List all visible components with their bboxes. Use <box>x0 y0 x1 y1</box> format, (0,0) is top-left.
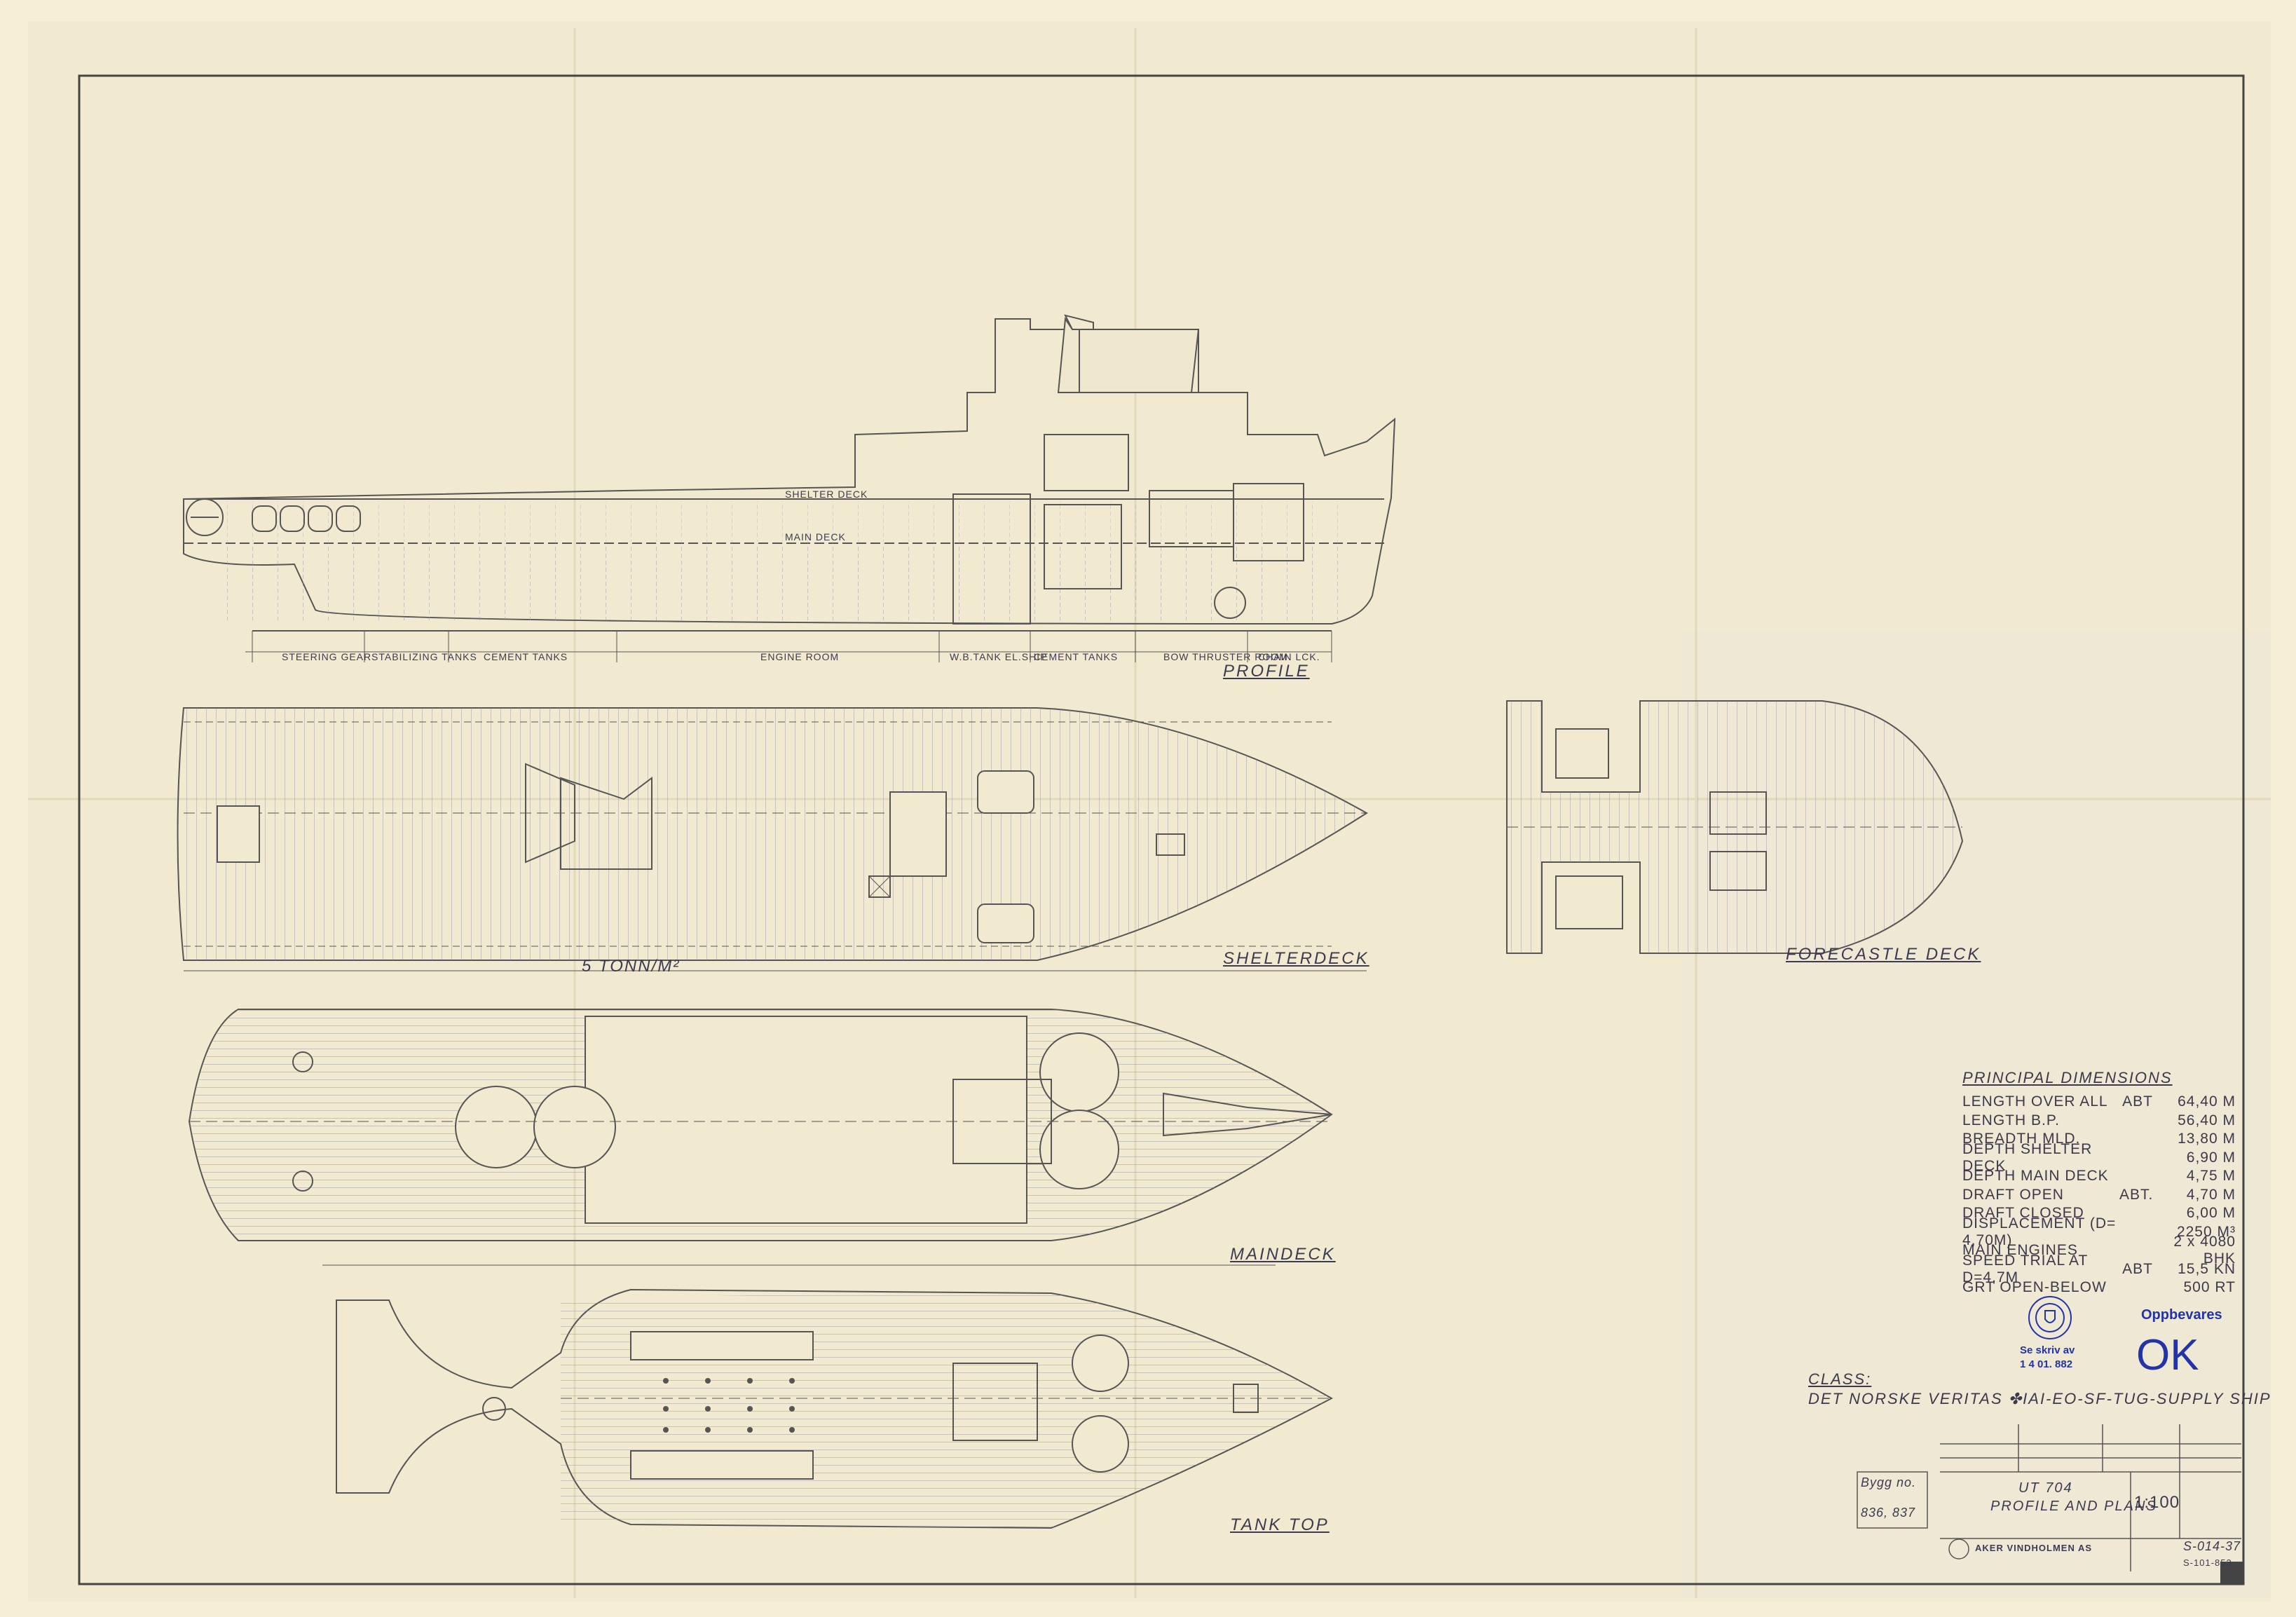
dimension-row: DEPTH MAIN DECK 4,75 M <box>1962 1167 2236 1186</box>
dimension-value: 2250 M³ <box>2176 1223 2236 1240</box>
dimension-label: DISPLACEMENT (D= 4,70M) <box>1962 1215 2117 1248</box>
compartment-label: CHAIN LCK. <box>1258 651 1320 662</box>
deck-load-note: 5 TONN/M² <box>582 957 681 976</box>
dimension-row: LENGTH OVER ALL ABT 64,40 M <box>1962 1093 2236 1112</box>
shelterdeck-view <box>177 707 1368 971</box>
dimension-label: LENGTH OVER ALL <box>1962 1093 2108 1110</box>
dimension-label: DEPTH MAIN DECK <box>1962 1168 2109 1185</box>
corner-mark <box>2220 1562 2243 1584</box>
seal-stamp <box>2028 1296 2072 1339</box>
dimension-value: 13,80 M <box>2178 1131 2236 1147</box>
dimension-label: LENGTH B.P. <box>1962 1112 2060 1128</box>
compartment-label: STABILIZING TANKS <box>371 651 477 662</box>
class-block: CLASS: DET NORSKE VERITAS ✤IAI-EO-SF-TUG… <box>1808 1370 2271 1408</box>
compartment-label: CEMENT TANKS <box>484 651 568 662</box>
dimension-qual: ABT. <box>2119 1186 2154 1203</box>
stamp-date: 1 4 01. 882 <box>2020 1358 2073 1370</box>
dimension-row: SPEED TRIAL AT D=4,7M ABT 15,5 KN <box>1962 1253 2236 1285</box>
drawing-title-ut704: UT 704 <box>2018 1480 2073 1496</box>
tanktop-title: TANK TOP <box>1230 1515 1330 1534</box>
maindeck-view <box>188 1009 1333 1266</box>
class-heading: CLASS: <box>1808 1370 1872 1388</box>
dimension-value: 6,00 M <box>2186 1205 2236 1222</box>
dimension-qual: ABT <box>2122 1260 2153 1277</box>
dimension-label: BREADTH MLD. <box>1962 1131 2081 1147</box>
dimension-row: MAIN ENGINES 2 x 4080 BHK <box>1962 1234 2236 1267</box>
compartment-label: STEERING GEAR <box>282 651 372 662</box>
maindeck-title: MAINDECK <box>1230 1245 1336 1264</box>
compartment-label: W.B.TANK EL.SHIP <box>950 651 1048 662</box>
dimension-label: MAIN ENGINES <box>1962 1242 2078 1259</box>
drawing-scale: 1:100 <box>2134 1493 2180 1512</box>
dimension-row: DRAFT OPEN ABT. 4,70 M <box>1962 1186 2236 1205</box>
drawing-border <box>78 74 2245 1585</box>
principal-dimensions-table: PRINCIPAL DIMENSIONS LENGTH OVER ALL ABT 6… <box>1962 1069 2236 1297</box>
dimension-row: DISPLACEMENT (D= 4,70M) 2250 M³ <box>1962 1215 2236 1248</box>
dimension-label: DEPTH SHELTER DECK <box>1962 1140 2093 1174</box>
dimension-value: 15,5 KN <box>2178 1260 2236 1277</box>
dimension-row: DEPTH SHELTER DECK 6,90 M <box>1962 1141 2236 1174</box>
forecastle-view <box>1506 700 1964 954</box>
tanktop-view <box>336 1288 1334 1529</box>
oppbevares-stamp: Oppbevares <box>2141 1307 2222 1323</box>
bygg-no-label: Bygg no. <box>1861 1475 1917 1489</box>
drawing-title-profile-plans: PROFILE AND PLANS <box>1990 1499 2157 1514</box>
dimension-value: 4,75 M <box>2186 1168 2236 1185</box>
dimension-label: DRAFT OPEN <box>1962 1186 2064 1203</box>
class-notation: DET NORSKE VERITAS ✤IAI-EO-SF-TUG-SUPPLY… <box>1808 1390 2271 1407</box>
dimension-qual: ABT <box>2122 1093 2153 1110</box>
ok-stamp: OK <box>2136 1331 2199 1379</box>
dimension-value: 2 x 4080 BHK <box>2173 1234 2236 1267</box>
company-name: AKER VINDHOLMEN AS <box>1975 1543 2093 1553</box>
dimension-value: 64,40 M <box>2178 1093 2236 1110</box>
main-deck-note: MAIN DECK <box>785 531 846 543</box>
dimension-row: LENGTH B.P. 56,40 M <box>1962 1112 2236 1131</box>
forecastle-title: FORECASTLE DECK <box>1786 945 1981 964</box>
title-block-grid <box>1857 1424 2241 1571</box>
compartment-label: BOW THRUSTER ROOM <box>1163 651 1288 662</box>
dimension-row: DRAFT CLOSED 6,00 M <box>1962 1204 2236 1223</box>
drawing-number: S-014-37 <box>2183 1539 2241 1553</box>
se-skriv-stamp: Se skriv av <box>2020 1344 2075 1356</box>
dimension-value: 4,70 M <box>2186 1186 2236 1203</box>
dimension-row: GRT OPEN-BELOW 500 RT <box>1962 1278 2236 1297</box>
dimension-row: BREADTH MLD. 13,80 M <box>1962 1130 2236 1149</box>
dimension-label: DRAFT CLOSED <box>1962 1205 2084 1222</box>
reference-number: S-101-853 <box>2183 1557 2232 1568</box>
compartment-label: ENGINE ROOM <box>760 651 840 662</box>
profile-title: PROFILE <box>1223 662 1310 681</box>
shelter-deck-note: SHELTER DECK <box>785 489 868 500</box>
principal-dimensions-heading: PRINCIPAL DIMENSIONS <box>1962 1069 2173 1086</box>
shelterdeck-title: SHELTERDECK <box>1223 949 1369 968</box>
dimension-value: 500 RT <box>2183 1279 2236 1296</box>
compartment-label: CEMENT TANKS <box>1034 651 1119 662</box>
profile-view <box>183 314 1396 662</box>
dimension-value: 56,40 M <box>2178 1112 2236 1128</box>
dimension-rows: LENGTH OVER ALL ABT 64,40 M LENGTH B.P. 56,4… <box>1962 1093 2236 1297</box>
dimension-label: GRT OPEN-BELOW <box>1962 1279 2107 1296</box>
dimension-value: 6,90 M <box>2186 1149 2236 1166</box>
bygg-no-value: 836, 837 <box>1861 1506 1916 1520</box>
dimension-label: SPEED TRIAL AT D=4,7M <box>1962 1252 2088 1285</box>
